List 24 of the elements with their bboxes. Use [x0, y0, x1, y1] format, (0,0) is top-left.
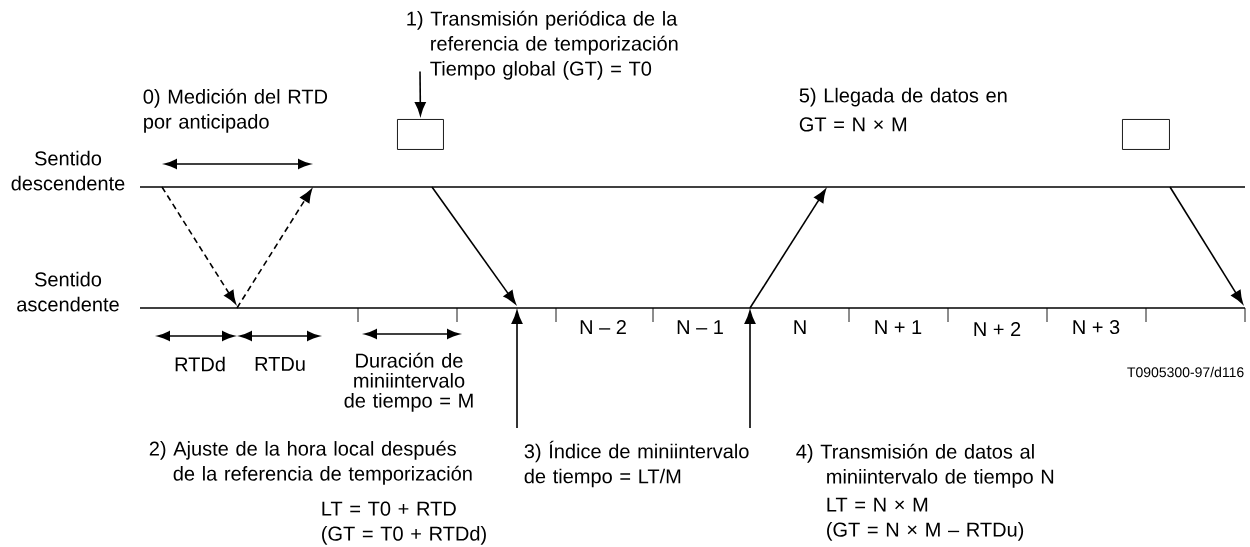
timeline [139, 186, 1246, 188]
arrow [431, 186, 516, 305]
empty-box [1122, 119, 1170, 150]
annotation-text: 2) Ajuste de la hora local después de la referencia de temporización LT = T0 + RTD (GT = T0 + RTDd) [149, 440, 486, 545]
annotation-text: 3) Índice de miniintervalo de tiempo = LT/M [524, 440, 749, 488]
empty-box [397, 119, 444, 150]
arrow [744, 310, 756, 429]
axis-label: Sentido ascendente [17, 271, 119, 312]
arrow [236, 189, 313, 309]
annotation-text: 0) Medición del RTD por anticipado [143, 88, 328, 133]
annotation-text: 1) Transmisión periódica de la referencia de temporización Tiempo global (GT) = T0 [407, 10, 678, 80]
arrow [161, 186, 237, 305]
annotation-text: 4) Transmisión de datos al miniintervalo de tiempo N LT = N × M (GT = N × M – RTDu) [796, 443, 1054, 541]
arrow [1169, 186, 1244, 304]
dimension-label: Duración de miniintervalo de tiempo = M [344, 352, 473, 412]
arrow [749, 189, 827, 309]
figure-code: T0905300-97/d116 [1127, 366, 1244, 378]
axis-label: Sentido descendente [11, 150, 125, 191]
dimension-label: RTDu [255, 357, 305, 371]
annotation-text: 5) Llegada de datos en GT = N × M [799, 87, 1007, 132]
dimension-label: RTDd [175, 356, 225, 372]
timeline [139, 307, 1246, 309]
arrow [511, 310, 523, 429]
arrow [414, 70, 426, 116]
